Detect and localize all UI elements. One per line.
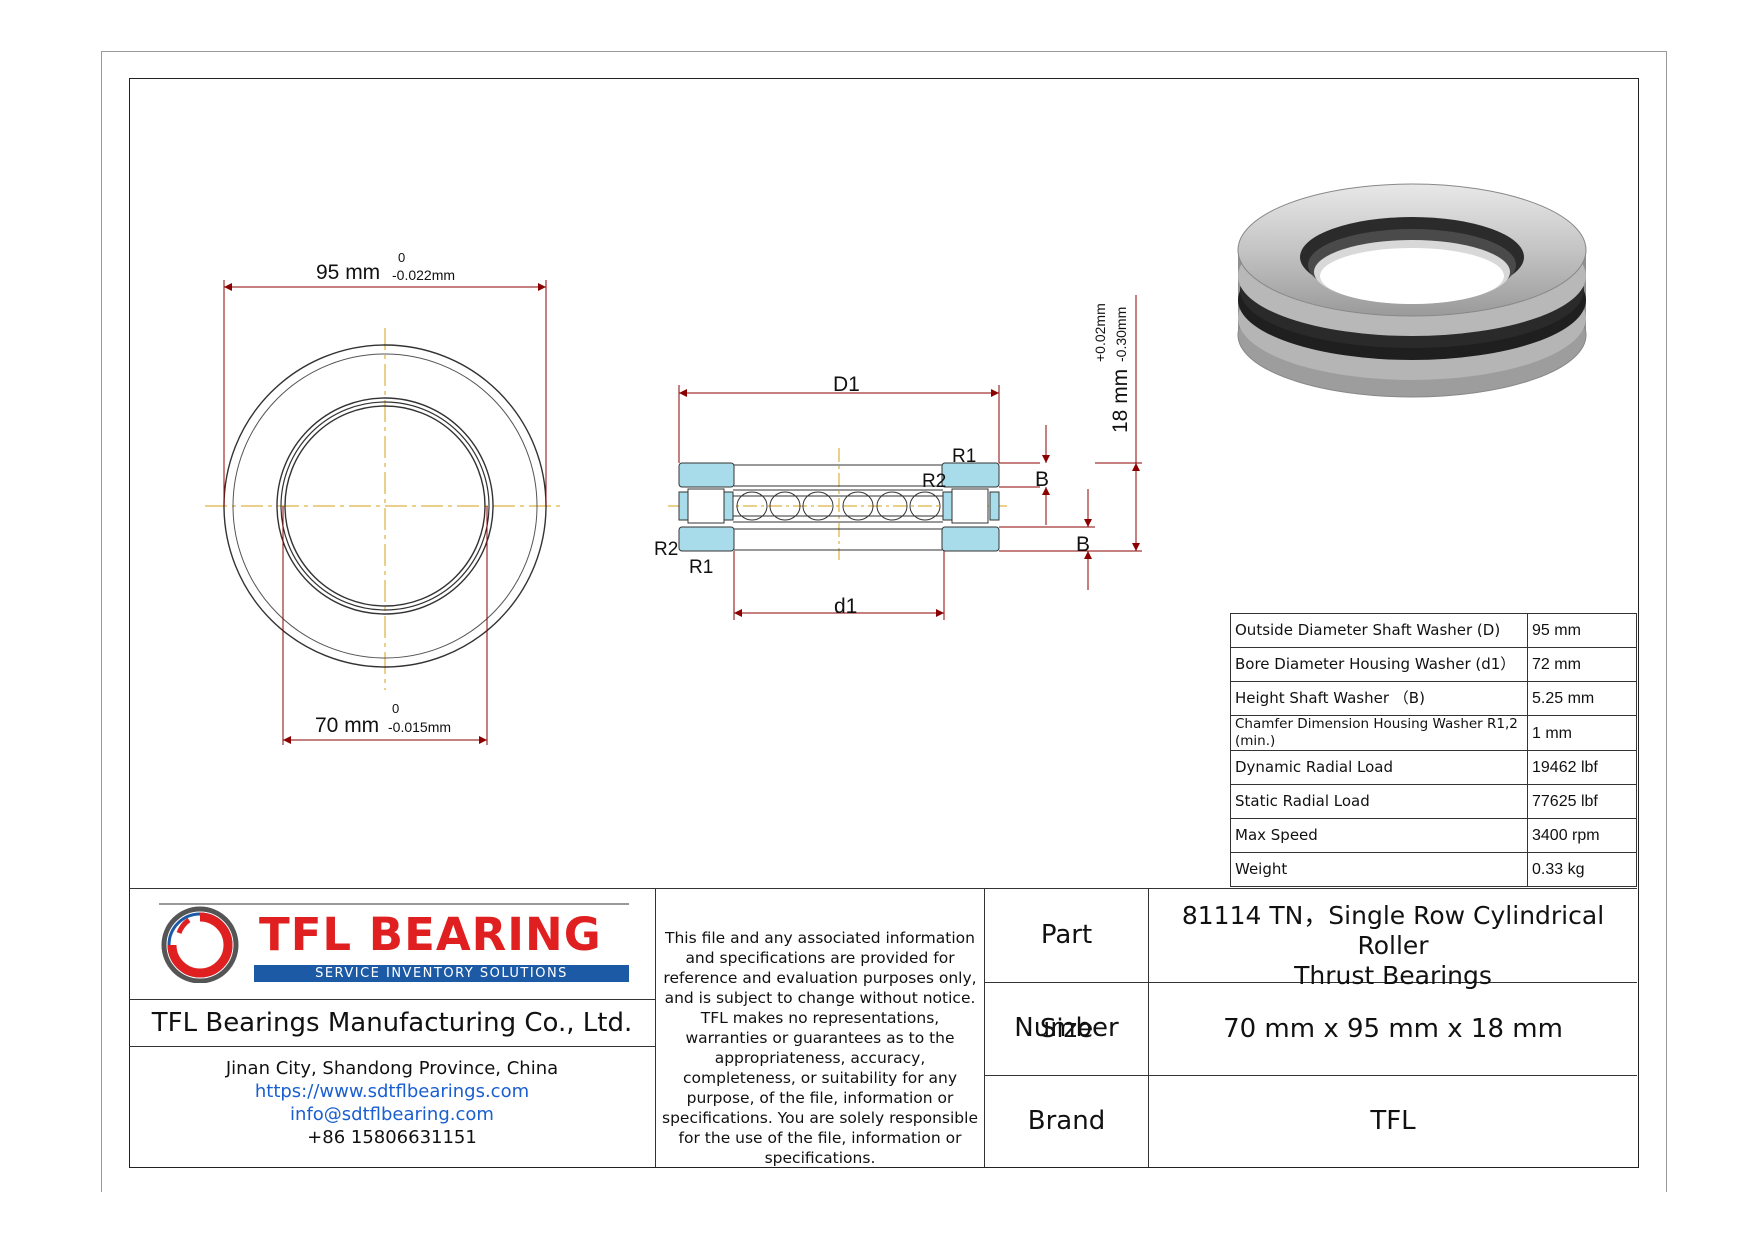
title-block: TFL BEARING SERVICE INVENTORY SOLUTIONS …: [129, 888, 1637, 1167]
spec-value: 5.25 mm: [1527, 681, 1637, 716]
brand-label: Brand: [1027, 1106, 1106, 1136]
spec-value: 19462 lbf: [1527, 750, 1637, 785]
company-contact: Jinan City, Shandong Province, China htt…: [129, 1057, 655, 1149]
spec-label: Bore Diameter Housing Washer (d1）: [1230, 647, 1528, 682]
website-link[interactable]: https://www.sdtflbearings.com: [254, 1081, 530, 1102]
table-row: Outside Diameter Shaft Washer (D)95 mm: [1230, 613, 1637, 648]
spec-value: 3400 rpm: [1527, 818, 1637, 853]
outer-diameter-value: 95 mm: [316, 261, 380, 284]
label-R2-left: R2: [654, 539, 678, 560]
logo-name: TFL BEARING: [259, 908, 602, 961]
part-number-label: Part Number: [1014, 920, 1119, 1043]
spec-label: Chamfer Dimension Housing Washer R1,2 (m…: [1230, 715, 1528, 751]
part-number-line1: 81114 TN，Single Row Cylindrical Roller: [1181, 901, 1605, 960]
inner-diameter-tol-upper: 0: [392, 701, 399, 716]
logo-tagline: SERVICE INVENTORY SOLUTIONS: [315, 966, 568, 981]
drawing-border: [129, 78, 1639, 1168]
spec-label: Static Radial Load: [1230, 784, 1528, 819]
spec-label: Outside Diameter Shaft Washer (D): [1230, 613, 1528, 648]
label-d1: d1: [834, 595, 857, 618]
part-number-value: 81114 TN，Single Row Cylindrical Roller T…: [1149, 901, 1637, 991]
section-view: D1 d1 B B R1 R2 R2 R1 18 mm +0.02mm -0.3…: [654, 295, 1142, 620]
spec-value: 72 mm: [1527, 647, 1637, 682]
label-D1: D1: [833, 373, 860, 396]
spec-value: 95 mm: [1527, 613, 1637, 648]
outer-diameter-tol-upper: 0: [398, 250, 405, 265]
email-link[interactable]: info@sdtflbearing.com: [290, 1104, 494, 1125]
company-logo: TFL BEARING SERVICE INVENTORY SOLUTIONS: [159, 903, 629, 984]
size-label: Size: [1039, 1014, 1094, 1044]
disclaimer-text: This file and any associated information…: [662, 929, 978, 1167]
label-R2-top: R2: [922, 471, 946, 492]
phone-number: +86 15806631151: [307, 1127, 477, 1148]
spec-value: 1 mm: [1527, 715, 1637, 751]
logo-ring-icon: [159, 903, 629, 984]
spec-table: Outside Diameter Shaft Washer (D)95 mm B…: [1230, 613, 1637, 887]
front-view: 95 mm 0 -0.022mm 70 mm 0 -0.015mm: [205, 250, 565, 745]
company-address: Jinan City, Shandong Province, China: [225, 1058, 559, 1079]
spec-value: 0.33 kg: [1527, 852, 1637, 887]
bearing-3d-render: [1237, 183, 1587, 398]
table-row: Bore Diameter Housing Washer (d1）72 mm: [1230, 647, 1637, 682]
size-value: 70 mm x 95 mm x 18 mm: [1223, 1014, 1563, 1044]
brand-value: TFL: [1370, 1106, 1416, 1136]
company-name: TFL Bearings Manufacturing Co., Ltd.: [151, 1008, 633, 1038]
label-B-top: B: [1035, 468, 1049, 491]
height-value: 18 mm: [1109, 369, 1132, 433]
table-row: Chamfer Dimension Housing Washer R1,2 (m…: [1230, 715, 1637, 751]
spec-label: Dynamic Radial Load: [1230, 750, 1528, 785]
spec-label: Max Speed: [1230, 818, 1528, 853]
height-tol-lower: -0.30mm: [1113, 307, 1129, 362]
inner-diameter-value: 70 mm: [315, 714, 379, 737]
outer-diameter-tol-lower: -0.022mm: [392, 267, 455, 283]
sheet-border-outer: [101, 51, 1667, 1192]
label-B-bottom: B: [1076, 533, 1090, 556]
label-R1-top: R1: [952, 446, 976, 467]
height-tol-upper: +0.02mm: [1092, 303, 1108, 362]
spec-label: Height Shaft Washer （B): [1230, 681, 1528, 716]
spec-value: 77625 lbf: [1527, 784, 1637, 819]
label-R1-left: R1: [689, 557, 713, 578]
spec-label: Weight: [1230, 852, 1528, 887]
inner-diameter-tol-lower: -0.015mm: [388, 719, 451, 735]
part-number-line2: Thrust Bearings: [1294, 961, 1492, 990]
table-row: Height Shaft Washer （B)5.25 mm: [1230, 681, 1637, 716]
